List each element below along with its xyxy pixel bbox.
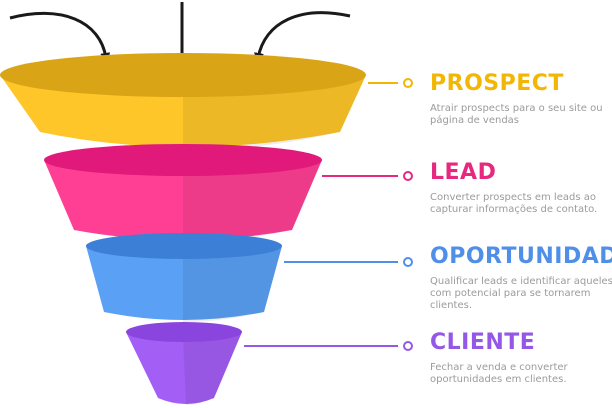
stage-description-oportunidade: Qualificar leads e identificar aqueles c… (430, 276, 612, 311)
connector-lead-dot (403, 171, 413, 181)
stage-prospect: PROSPECT Atrair prospects para o seu sit… (430, 71, 612, 127)
stage-title-lead: LEAD (430, 160, 497, 185)
stage-description-lead: Converter prospects em leads ao capturar… (430, 192, 598, 215)
connector-prospect-dot (403, 78, 413, 88)
connector-oportunidade (284, 257, 413, 267)
connector-lead (322, 171, 413, 181)
segment-oportunidade-shade (183, 246, 282, 322)
stage-title-oportunidade: OPORTUNIDADE (430, 244, 612, 269)
arrow-left-icon (9, 11, 111, 63)
segment-lead-rim (44, 144, 322, 176)
segment-cliente-body (126, 332, 242, 404)
connector-oportunidade-dot (403, 257, 413, 267)
stage-title-cliente: CLIENTE (430, 330, 536, 355)
segment-oportunidade-rim (86, 233, 282, 259)
connector-cliente-dot (403, 341, 413, 351)
stage-title-prospect: PROSPECT (430, 71, 564, 96)
segment-cliente-rim (126, 322, 242, 342)
segment-oportunidade-body (86, 246, 282, 320)
stage-oportunidade: OPORTUNIDADE Qualificar leads e identifi… (430, 244, 612, 312)
stage-lead: LEAD Converter prospects em leads ao cap… (430, 160, 612, 216)
stage-cliente: CLIENTE Fechar a venda e converter oport… (430, 330, 612, 386)
segment-prospect-rim (0, 53, 366, 97)
funnel-segment-cliente (126, 322, 242, 405)
incoming-arrows (9, 2, 351, 63)
segment-lead-body (44, 160, 322, 240)
stage-description-cliente: Fechar a venda e converter oportunidades… (430, 362, 568, 385)
connector-prospect (368, 78, 413, 88)
stage-description-prospect: Atrair prospects para o seu site ou pági… (430, 103, 603, 126)
funnel-segment-lead (44, 144, 322, 243)
connector-cliente (244, 341, 413, 351)
segment-lead-shade (183, 160, 322, 243)
segment-cliente-shade (183, 332, 242, 405)
funnel-segment-prospect (0, 53, 366, 152)
arrow-right-icon (254, 11, 351, 63)
funnel-segment-oportunidade (86, 233, 282, 322)
